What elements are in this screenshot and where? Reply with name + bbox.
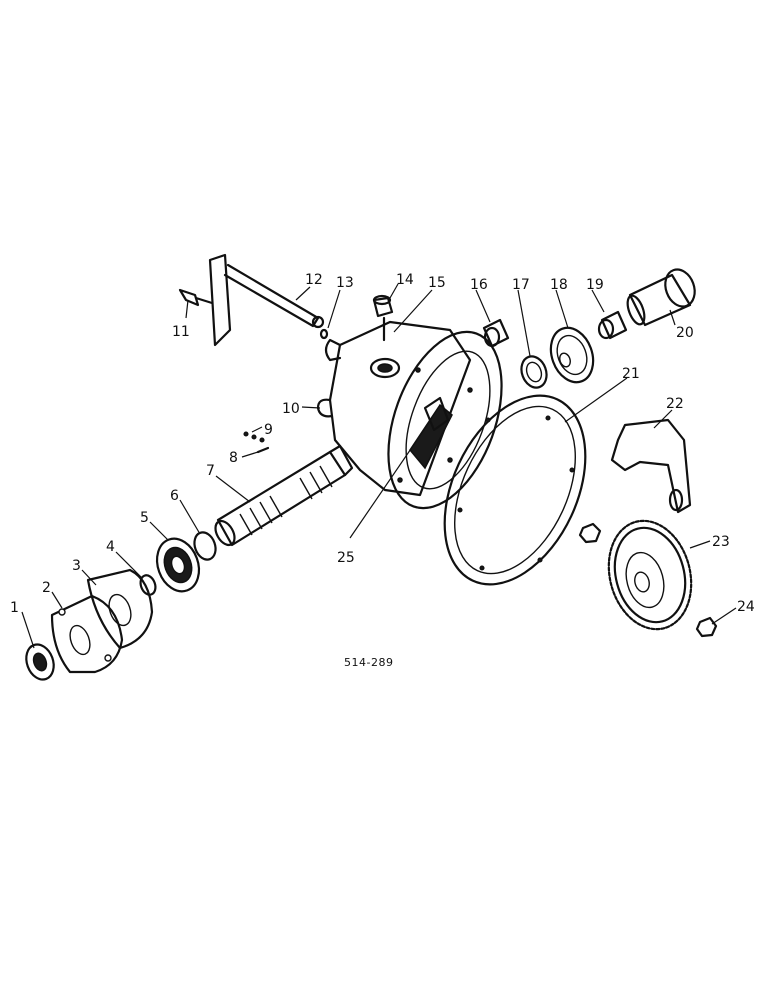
part-7-splined-shaft <box>214 444 354 547</box>
part-6-snap-ring <box>193 531 217 561</box>
callout-6: 6 <box>170 488 179 504</box>
callout-1: 1 <box>10 600 19 616</box>
part-3-gasket <box>86 568 154 650</box>
part-8-key <box>256 446 270 454</box>
callout-13: 13 <box>336 275 354 291</box>
callout-22: 22 <box>666 396 684 412</box>
leader-lines <box>21 283 737 649</box>
callout-14: 14 <box>396 272 414 288</box>
callout-24: 24 <box>737 599 755 615</box>
callout-7: 7 <box>206 463 215 479</box>
callout-8: 8 <box>229 450 238 466</box>
part-25-insert <box>423 396 450 432</box>
callout-10: 10 <box>282 401 300 417</box>
callout-15: 15 <box>428 275 446 291</box>
callout-4: 4 <box>106 539 115 555</box>
callout-labels: 1 2 3 4 5 6 7 8 9 10 11 12 13 14 15 16 1… <box>10 272 755 616</box>
callout-3: 3 <box>72 558 81 574</box>
part-18-pinion-gear <box>549 326 595 384</box>
part-13-o-ring <box>319 328 329 340</box>
part-19-bearing <box>597 310 628 340</box>
callout-5: 5 <box>140 510 149 526</box>
part-11-wing-screw <box>178 288 214 307</box>
part-22-shift-fork <box>610 418 692 514</box>
callout-21: 21 <box>622 366 640 382</box>
callout-17: 17 <box>512 277 530 293</box>
part-16-bushing <box>482 318 510 348</box>
callout-25: 25 <box>337 550 355 566</box>
callout-11: 11 <box>172 324 190 340</box>
callout-20: 20 <box>676 325 694 341</box>
part-2-cover-plate <box>50 594 124 674</box>
part-12-lever <box>208 253 325 347</box>
part-9-pins <box>243 431 265 443</box>
part-15-housing <box>316 320 503 510</box>
callout-18: 18 <box>550 277 568 293</box>
callout-16: 16 <box>470 277 488 293</box>
drawing-reference-number: 514-289 <box>344 656 393 669</box>
callout-9: 9 <box>264 422 273 438</box>
callout-23: 23 <box>712 534 730 550</box>
part-1-seal <box>25 643 55 681</box>
part-23-ring-gear <box>607 519 693 631</box>
part-14-plug <box>372 294 394 342</box>
callout-12: 12 <box>305 272 323 288</box>
callout-2: 2 <box>42 580 51 596</box>
callout-19: 19 <box>586 277 604 293</box>
part-4-ring <box>139 574 157 596</box>
part-21-gasket <box>443 394 587 586</box>
part-5-bearing <box>155 537 201 593</box>
part-20-shaft <box>626 268 696 327</box>
part-24-nuts <box>578 522 718 638</box>
part-17-seal <box>520 355 548 389</box>
